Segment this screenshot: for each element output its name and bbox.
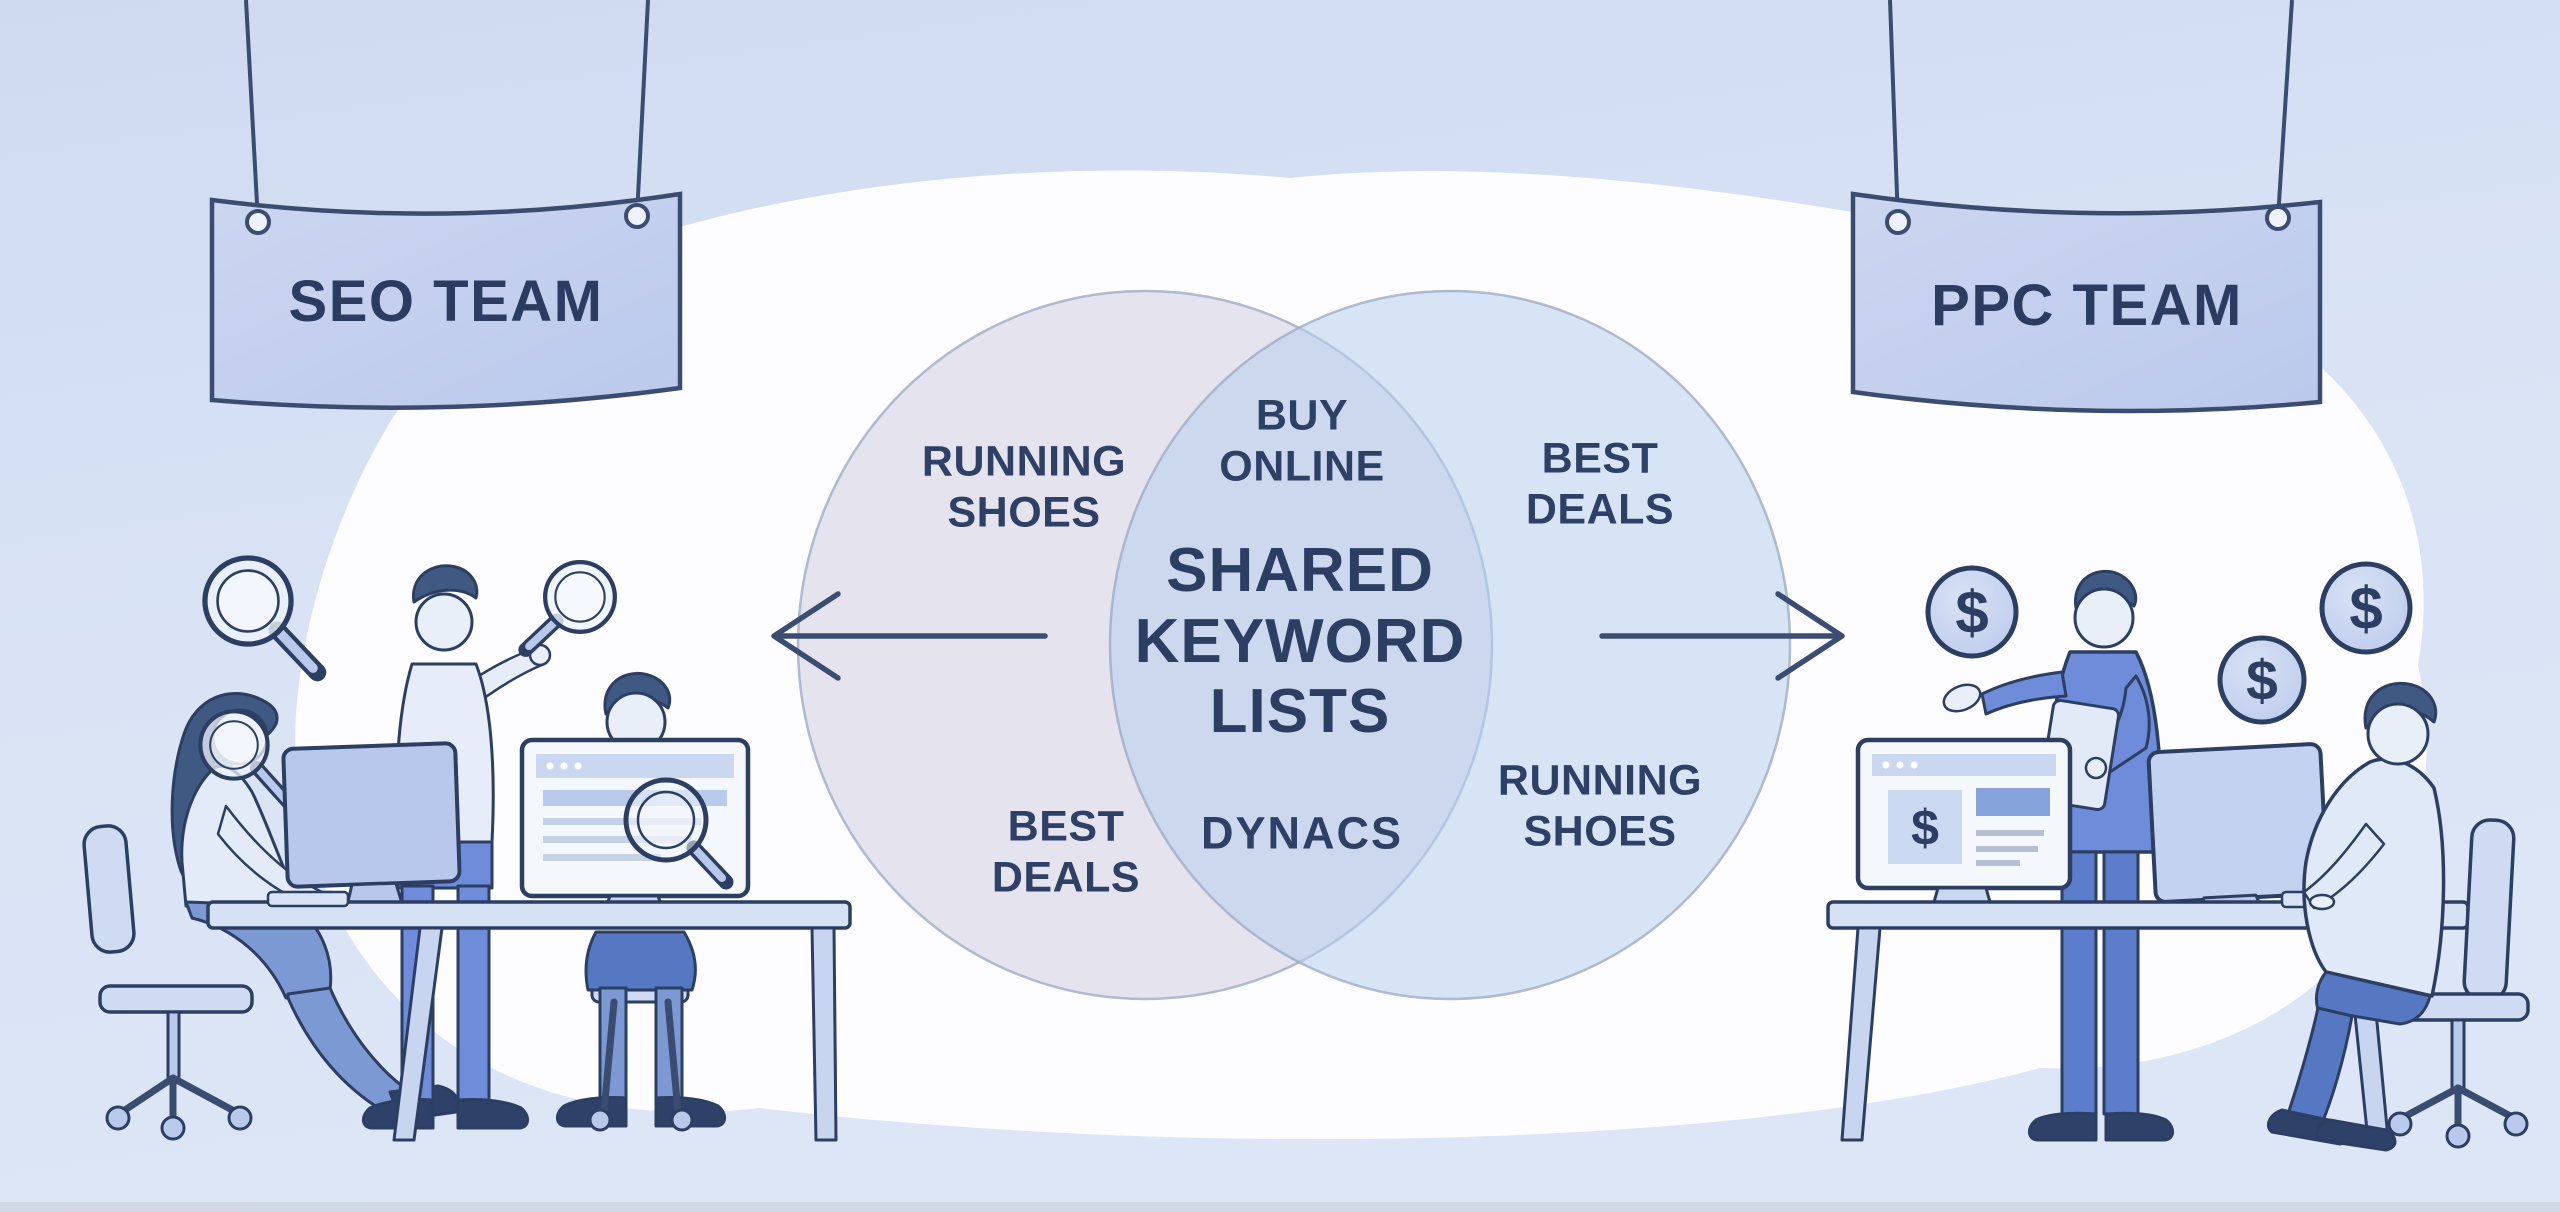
browser-dot-icon (1896, 761, 1904, 769)
arrow-left-icon (771, 591, 1048, 681)
seo-keyboard (266, 890, 350, 908)
browser-text-line (543, 854, 661, 861)
browser-titlebar (536, 754, 734, 778)
ppc-sign-wire-right (2276, 0, 2294, 219)
browser-dot-icon (1882, 761, 1890, 769)
ad-text-line (1976, 846, 2038, 852)
ppc-standing-man (1942, 569, 2174, 1142)
ad-panel (1888, 790, 1962, 864)
seo-sign (209, 0, 683, 410)
ppc-standing-man-palm (1942, 683, 1982, 713)
ppc-standing-man-arm-out (1980, 670, 2068, 716)
arrow-right-icon (1599, 591, 1845, 681)
dollar-coin-icon: $ (1925, 565, 2019, 659)
browser-dot-icon (546, 762, 554, 770)
floating-magnifier-icon (202, 555, 327, 682)
ppc-seated-man-torso (2302, 757, 2446, 998)
ppc-team-illustration: $ $ $ (1826, 561, 2530, 1152)
browser-titlebar (1872, 754, 2056, 776)
seo-sign-eyelet-right (624, 203, 650, 229)
dollar-glyph: $ (1955, 579, 1988, 646)
ppc-standing-man-shoe-left (2028, 1111, 2098, 1142)
seo-monitor-front (519, 737, 751, 926)
venn-right-circle (1108, 289, 1792, 1001)
dollar-glyph: $ (1911, 800, 1939, 856)
ppc-sign-eyelet-right (2265, 205, 2291, 231)
ppc-standing-man-hand (2084, 756, 2108, 780)
ppc-sign-wire-left (1888, 0, 1900, 223)
dollar-coin-icon: $ (2217, 635, 2307, 725)
seo-desk (206, 900, 852, 1142)
seo-team-illustration (82, 555, 852, 1142)
ppc-standing-man-leg-right (2102, 850, 2140, 1116)
screen-magnifier-icon (623, 777, 734, 890)
seo-seated-man-legs (556, 930, 726, 1132)
dollar-glyph: $ (2246, 649, 2278, 713)
browser-dot-icon (574, 762, 582, 770)
ppc-sign (1850, 0, 2323, 414)
dollar-glyph: $ (2349, 575, 2382, 642)
standing-man-head (414, 592, 474, 652)
seo-sign-board (209, 191, 683, 410)
ppc-sign-board (1850, 191, 2323, 414)
ppc-seated-man-head (2366, 702, 2430, 766)
ppc-seated-man-hand (2308, 893, 2336, 911)
ppc-seated-man (2266, 681, 2446, 1152)
bottom-edge-strip (0, 1202, 2560, 1212)
seo-sign-wire-right (635, 0, 650, 217)
ppc-seated-man-shoe (2314, 1118, 2397, 1152)
browser-dot-icon (560, 762, 568, 770)
browser-text-line (543, 818, 701, 825)
man-magnifier-icon (518, 560, 617, 657)
ppc-chair (2387, 818, 2530, 1149)
standing-man-hair (412, 564, 479, 604)
ad-text-line (1976, 830, 2044, 836)
ppc-standing-man-head (2073, 587, 2135, 649)
seo-sign-wire-left (244, 0, 260, 223)
ad-banner (1976, 788, 2050, 816)
browser-dot-icon (1910, 761, 1918, 769)
seo-sign-eyelet-left (245, 209, 271, 235)
venn-diagram (796, 289, 1792, 1001)
ppc-seated-man-thigh (2314, 970, 2432, 1026)
dollar-coin-icon: $ (2319, 561, 2413, 655)
browser-text-line (543, 836, 691, 843)
ppc-sign-eyelet-left (1885, 209, 1911, 235)
ppc-standing-man-shoe-right (2104, 1111, 2174, 1142)
ppc-standing-man-leg-left (2060, 850, 2098, 1116)
standing-man-shoe-right (456, 1098, 529, 1130)
ad-text-line (1976, 860, 2020, 866)
seo-woman-chair (82, 824, 254, 1141)
ppc-monitor-ads: $ (1855, 737, 2073, 925)
